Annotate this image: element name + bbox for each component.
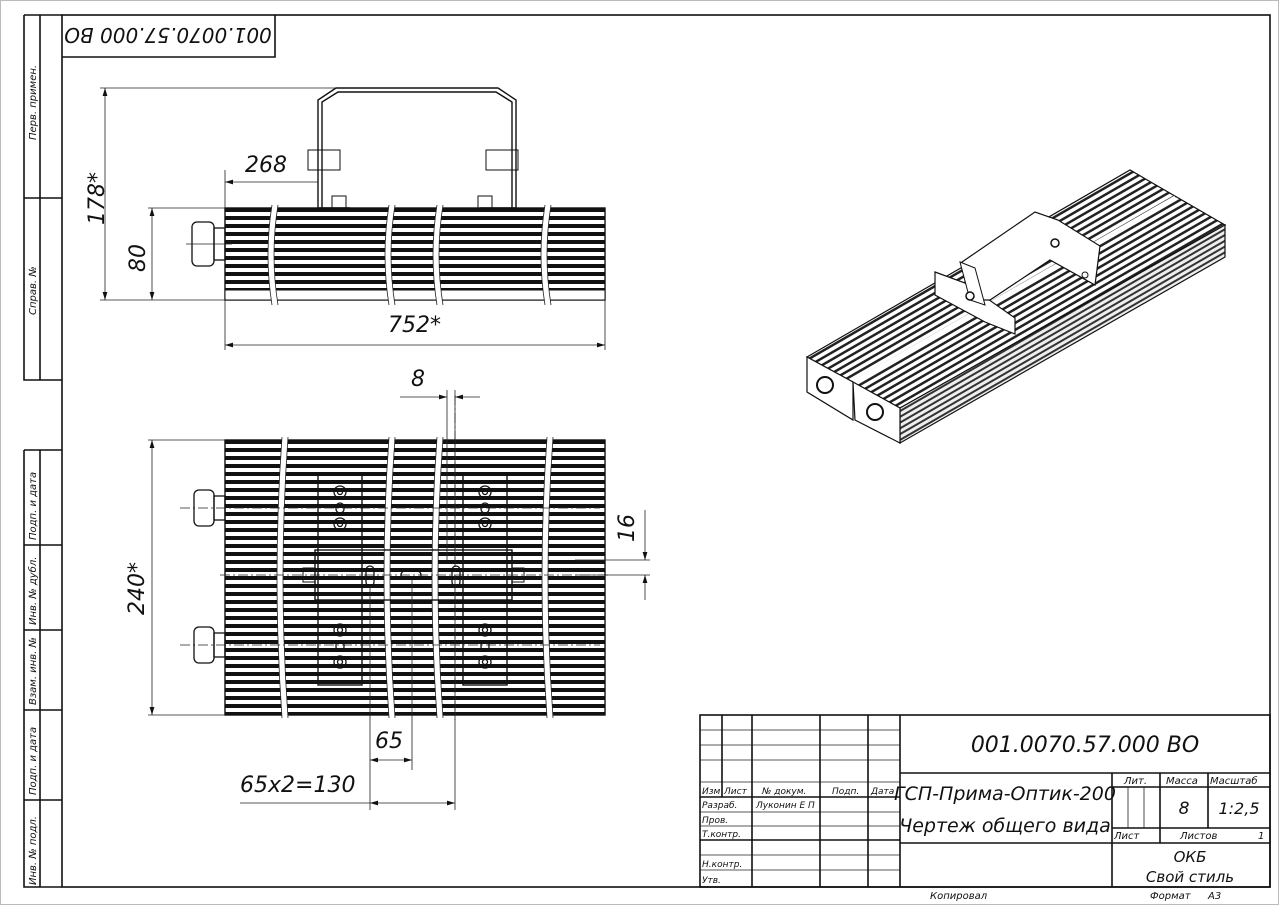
drawing-frame bbox=[61, 14, 1271, 888]
tb-format: А3 bbox=[1207, 891, 1221, 902]
tb-role-checker: Пров. bbox=[702, 816, 728, 826]
strip-label-first-use: Перв. примен. bbox=[28, 65, 39, 140]
bolt-icon bbox=[307, 149, 341, 171]
tb-mass: 8 bbox=[1179, 799, 1190, 819]
tb-header-sign: Подп. bbox=[832, 787, 859, 797]
tb-role-norm-control: Н.контр. bbox=[702, 860, 742, 870]
strip-label-replace-inv-no: Взам. инв. № bbox=[28, 637, 39, 705]
inverted-designation-box: 001.0070.57.000 ВО bbox=[62, 15, 276, 58]
dim-hole-pitch: 65 bbox=[375, 729, 403, 754]
inverted-designation: 001.0070.57.000 ВО bbox=[64, 23, 272, 47]
tb-role-tech-control: Т.контр. bbox=[702, 830, 741, 840]
title-block: 001.0070.57.000 ВО ГСП-Прима-Оптик-200 Ч… bbox=[699, 714, 1271, 902]
tb-header-doc-no: № докум. bbox=[761, 787, 806, 797]
tb-copied: Копировал bbox=[930, 891, 988, 902]
tb-mass-label: Масса bbox=[1166, 776, 1198, 787]
strip-label-sign-date-1: Подп. и дата bbox=[28, 472, 39, 540]
dim-overall-length: 752* bbox=[388, 313, 441, 338]
dim-bracket-offset: 268 bbox=[245, 153, 287, 178]
strip-label-orig-inv-no: Инв. № подл. bbox=[28, 816, 39, 885]
cable-gland-icon bbox=[186, 221, 232, 267]
tb-header-izm: Изм bbox=[702, 787, 721, 797]
tb-lit-label: Лит. bbox=[1123, 776, 1147, 787]
mounting-holes bbox=[333, 485, 492, 669]
plan-view: 240* 8 16 65 65x2=130 bbox=[125, 367, 650, 810]
title-designation: 001.0070.57.000 ВО bbox=[971, 733, 1199, 758]
tb-format-label: Формат bbox=[1150, 891, 1192, 902]
dim-overall-width: 240* bbox=[125, 562, 150, 615]
dim-overall-height: 178* bbox=[85, 172, 110, 225]
strip-label-dup-inv-no: Инв. № дубл. bbox=[27, 557, 39, 625]
tb-header-list: Лист bbox=[723, 787, 748, 797]
tb-role-approver: Утв. bbox=[702, 876, 721, 886]
tb-developer-name: Луконин Е П bbox=[755, 801, 815, 811]
tb-header-date: Дата bbox=[870, 787, 894, 797]
title-product-name: ГСП-Прима-Оптик-200 bbox=[894, 783, 1116, 805]
cable-gland-icon bbox=[866, 403, 884, 421]
dim-slot-offset: 16 bbox=[615, 514, 640, 542]
side-strip: Перв. примен. Справ. № Подп. и дата Инв.… bbox=[23, 14, 62, 888]
tb-org-line2: Свой стиль bbox=[1146, 868, 1234, 886]
strip-label-reference-no: Справ. № bbox=[28, 266, 39, 315]
isometric-view bbox=[805, 169, 1227, 445]
bolt-icon bbox=[485, 149, 519, 171]
dim-hole-span: 65x2=130 bbox=[240, 773, 355, 798]
tb-sheets-label: Листов bbox=[1179, 831, 1217, 842]
tb-sheets-count: 1 bbox=[1258, 831, 1264, 842]
title-document-name: Чертеж общего вида bbox=[899, 815, 1111, 837]
dim-slot-width: 8 bbox=[411, 367, 425, 392]
strip-label-sign-date-2: Подп. и дата bbox=[28, 727, 39, 795]
tb-scale-label: Масштаб bbox=[1210, 775, 1258, 787]
cable-gland-icon bbox=[816, 376, 834, 394]
tb-org-line1: ОКБ bbox=[1174, 848, 1207, 866]
elevation-view: 178* 80 268 752* bbox=[85, 87, 606, 350]
dim-body-height: 80 bbox=[126, 244, 151, 272]
cable-gland-icon bbox=[193, 489, 226, 664]
tb-sheet-label: Лист bbox=[1113, 831, 1141, 842]
tb-scale: 1:2,5 bbox=[1218, 799, 1259, 818]
tb-role-developer: Разраб. bbox=[702, 801, 737, 811]
